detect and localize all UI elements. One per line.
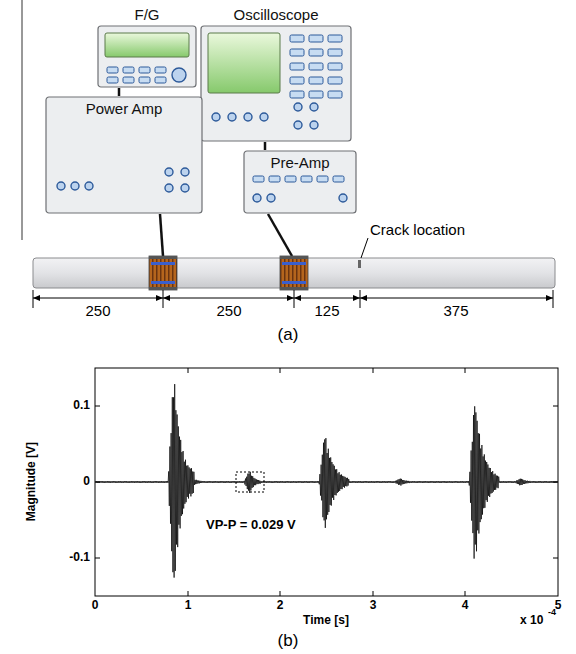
transducer bbox=[149, 256, 177, 290]
device-part bbox=[339, 194, 347, 202]
device-box: F/G bbox=[97, 6, 197, 88]
device-part bbox=[155, 67, 166, 73]
axis-title: Magnitude [V] bbox=[25, 442, 38, 521]
dimension: 125 bbox=[314, 303, 339, 320]
device-part bbox=[290, 49, 304, 56]
device-part bbox=[107, 77, 118, 83]
callout-text: Crack location bbox=[370, 222, 465, 239]
device-case bbox=[244, 151, 356, 213]
device-part bbox=[181, 184, 189, 192]
device-part bbox=[309, 35, 323, 42]
device-part bbox=[317, 176, 328, 182]
device-part bbox=[290, 77, 304, 84]
axis-ticks bbox=[95, 368, 558, 596]
device-part bbox=[328, 91, 342, 98]
panel-label: (a) bbox=[278, 326, 299, 345]
axis-exponent: -4 bbox=[548, 608, 556, 618]
device-part bbox=[301, 176, 312, 182]
device-part bbox=[165, 184, 173, 192]
panel-label: (b) bbox=[278, 632, 299, 651]
device-part bbox=[294, 121, 302, 129]
device-part bbox=[107, 67, 118, 73]
device-case bbox=[46, 97, 202, 213]
device-screen bbox=[105, 33, 189, 57]
device-part bbox=[294, 103, 302, 111]
tick-label: 0 bbox=[92, 599, 99, 612]
device-part bbox=[165, 168, 173, 176]
tick-label: 4 bbox=[462, 599, 469, 612]
device-part bbox=[71, 182, 79, 190]
crack bbox=[358, 260, 361, 268]
device-part bbox=[228, 113, 236, 121]
device-part bbox=[123, 77, 134, 83]
device-part bbox=[253, 176, 264, 182]
device-drawing bbox=[200, 6, 352, 142]
device-label: F/G bbox=[135, 6, 160, 23]
device-label: Power Amp bbox=[86, 100, 163, 117]
waveform bbox=[96, 384, 558, 577]
device-screen bbox=[208, 33, 280, 93]
device-case bbox=[98, 26, 196, 87]
device-part bbox=[181, 168, 189, 176]
dimension: 250 bbox=[85, 303, 110, 320]
transducer bbox=[280, 256, 308, 290]
plot-frame bbox=[95, 368, 558, 596]
device-label: Oscilloscope bbox=[233, 6, 318, 23]
device-part bbox=[139, 77, 150, 83]
tick-label: 0 bbox=[83, 475, 90, 488]
tick-label: 1 bbox=[185, 599, 192, 612]
tick-label: 3 bbox=[370, 599, 377, 612]
device-part bbox=[290, 91, 304, 98]
device-box: Oscilloscope bbox=[200, 6, 352, 142]
axis-multiplier: x 10 bbox=[520, 614, 543, 627]
device-part bbox=[269, 176, 280, 182]
device-box: Pre-Amp bbox=[243, 150, 357, 214]
device-case bbox=[201, 26, 351, 141]
device-part bbox=[285, 176, 296, 182]
device-part bbox=[310, 103, 318, 111]
frame-line bbox=[22, 0, 23, 240]
device-part bbox=[309, 91, 323, 98]
device-part bbox=[260, 113, 268, 121]
device-label: Pre-Amp bbox=[270, 154, 329, 171]
device-part bbox=[290, 35, 304, 42]
highlight-box bbox=[236, 472, 264, 492]
device-part bbox=[309, 77, 323, 84]
cable bbox=[264, 142, 267, 150]
device-part bbox=[309, 63, 323, 70]
device-part bbox=[328, 77, 342, 84]
cable bbox=[118, 88, 121, 96]
device-part bbox=[328, 35, 342, 42]
device-part bbox=[212, 113, 220, 121]
axis-title: Time [s] bbox=[303, 614, 349, 627]
device-part bbox=[85, 182, 93, 190]
device-part bbox=[253, 194, 261, 202]
wire bbox=[268, 214, 292, 256]
device-part bbox=[328, 49, 342, 56]
device-part bbox=[309, 49, 323, 56]
device-part bbox=[267, 194, 275, 202]
device-part bbox=[57, 182, 65, 190]
device-part bbox=[139, 67, 150, 73]
device-box: Power Amp bbox=[45, 96, 203, 214]
device-part bbox=[172, 68, 186, 82]
device-part bbox=[328, 63, 342, 70]
device-part bbox=[244, 113, 252, 121]
dimension-arrow bbox=[33, 295, 553, 301]
tick-label: 0.1 bbox=[73, 399, 90, 412]
device-part bbox=[155, 77, 166, 83]
leader-line bbox=[361, 238, 368, 258]
device-part bbox=[310, 121, 318, 129]
wire bbox=[160, 214, 163, 256]
dimension: 375 bbox=[443, 303, 468, 320]
device-part bbox=[123, 67, 134, 73]
annotation: VP-P = 0.029 V bbox=[206, 518, 296, 532]
device-part bbox=[333, 176, 344, 182]
device-part bbox=[290, 63, 304, 70]
dimension-line bbox=[33, 290, 553, 308]
waveform-trace bbox=[96, 384, 558, 577]
tick-label: -0.1 bbox=[69, 551, 90, 564]
dimension: 250 bbox=[216, 303, 241, 320]
tick-label: 2 bbox=[277, 599, 284, 612]
